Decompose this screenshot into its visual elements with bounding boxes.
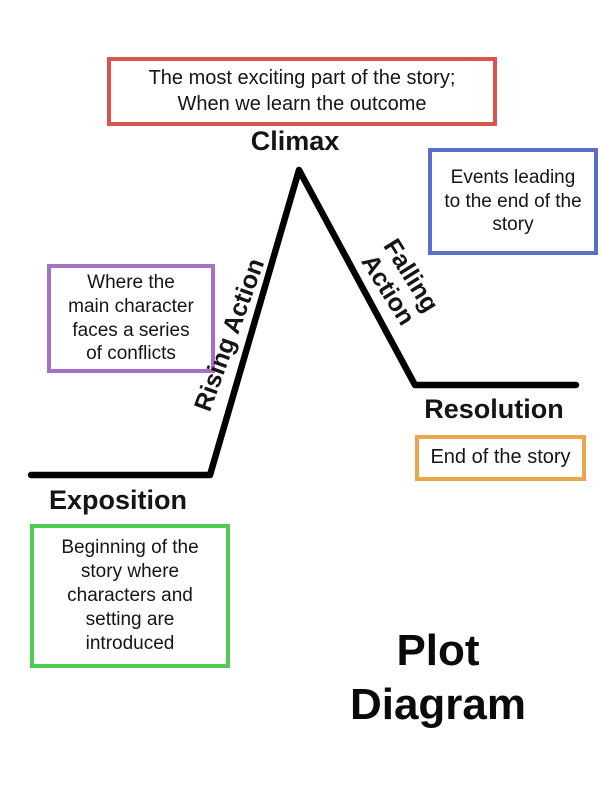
climax-label: Climax <box>250 126 340 156</box>
resolution-note-box: End of the story <box>415 435 586 481</box>
exposition-note-box: Beginning of the story where characters … <box>30 524 230 668</box>
story-arc-line <box>27 166 580 479</box>
falling-action-note-box: Events leading to the end of the story <box>428 148 598 255</box>
rising-action-note-box: Where the main character faces a series … <box>47 264 215 373</box>
exposition-label: Exposition <box>48 485 187 515</box>
resolution-label: Resolution <box>424 394 564 424</box>
page-title: Plot Diagram <box>349 626 527 729</box>
climax-note-box: The most exciting part of the story; Whe… <box>107 57 497 126</box>
